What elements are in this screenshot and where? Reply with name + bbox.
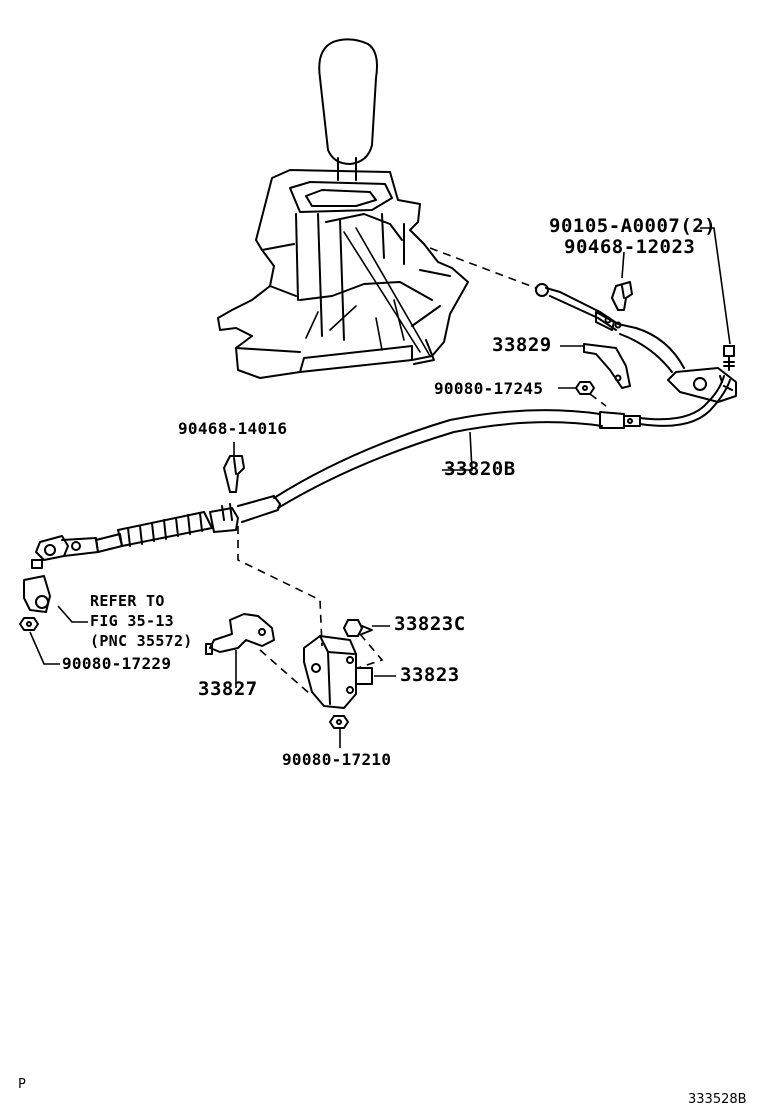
bolt	[723, 345, 735, 371]
label-refer-pnc: (PNC 35572)	[90, 632, 193, 650]
shift-knob	[318, 38, 378, 181]
upper-cable-end	[535, 283, 685, 373]
cable-end-fitting	[31, 535, 99, 569]
page-mark: P	[18, 1077, 26, 1092]
bracket-33829	[583, 343, 631, 389]
label-refer-to: REFER TO	[90, 592, 165, 610]
label-33820b: 33820B	[444, 458, 516, 480]
leader-lines	[29, 227, 731, 748]
cable-boot	[95, 495, 281, 553]
nut-bottom	[329, 715, 349, 729]
dashed-guide-lines	[237, 247, 607, 695]
label-33823c: 33823C	[394, 613, 466, 635]
label-33823: 33823	[400, 664, 460, 686]
main-cable	[273, 375, 731, 509]
label-33829: 33829	[492, 334, 552, 356]
label-90468-12023: 90468-12023	[564, 236, 696, 258]
label-90468-14016: 90468-14016	[178, 419, 288, 438]
bracket-33827	[205, 613, 275, 655]
bolt-33823c	[343, 619, 373, 637]
clip-upper	[611, 281, 633, 311]
label-90080-17210: 90080-17210	[282, 750, 392, 769]
label-90105-a0007: 90105-A0007(2)	[549, 215, 717, 237]
cable-bracket	[667, 367, 737, 403]
label-90080-17229: 90080-17229	[62, 654, 172, 673]
nut-upper	[575, 381, 595, 395]
nut-left	[19, 617, 39, 631]
clip-lower	[223, 455, 245, 493]
bushing-left	[23, 575, 51, 613]
label-33827: 33827	[198, 678, 258, 700]
figure-code: 333528B	[688, 1092, 747, 1107]
label-refer-fig: FIG 35-13	[90, 612, 174, 630]
bracket-33823	[303, 635, 373, 709]
label-90080-17245: 90080-17245	[434, 379, 544, 398]
shift-lever-housing	[217, 169, 469, 379]
